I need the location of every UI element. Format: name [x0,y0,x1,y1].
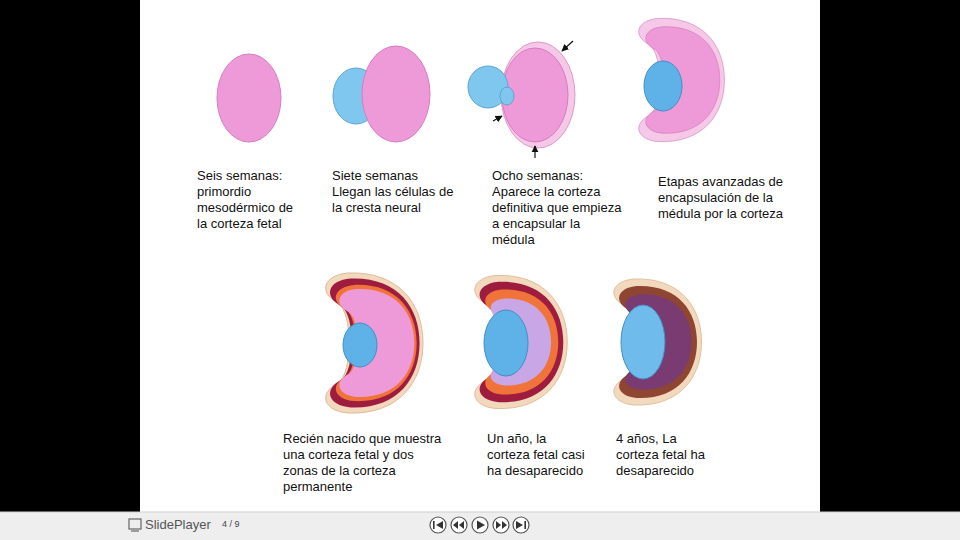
pointer-arrow [534,146,535,158]
permanent-cortex-outer [330,279,420,408]
capsule [614,279,702,405]
medulla-cells [500,87,514,105]
stage-caption: Un año, la corteza fetal casi ha desapar… [487,431,587,479]
player-bar-border [0,512,960,513]
medulla [644,61,682,111]
stage-caption: Etapas avanzadas de encapsulación de la … [658,174,790,222]
player-bar [0,512,960,540]
fetal-cortex [362,46,430,142]
pointer-arrow [562,41,573,51]
stage-caption: Seis semanas: primordio mesodérmico de l… [197,168,295,232]
medulla [343,323,377,367]
page-counter: 4 / 9 [222,519,262,530]
player-controls [430,517,529,533]
stage-caption: 4 años, La corteza fetal ha desaparecido [616,431,720,479]
permanent-cortex-outer [619,286,697,398]
stage-caption: Recién nacido que muestra una corteza fe… [283,431,443,495]
stage-caption: Siete semanas Llegan las células de la c… [332,168,454,216]
player-control-glyphs [433,521,526,530]
permanent-cortex-outer [480,282,564,403]
logo-icon [129,519,141,529]
brand-name: SlidePlayer [145,517,225,533]
medulla [621,305,665,379]
fetal-cortex [339,289,414,397]
capsule [475,275,567,408]
permanent-cortex-inner [336,285,417,401]
capsule [326,273,423,413]
slide-panel [140,0,820,512]
logo-icon [131,530,139,531]
fetal-cortex-primordium [217,54,281,142]
pointer-arrow [493,116,502,121]
definitive-cortex [639,18,725,141]
definitive-cortex [501,42,575,148]
stage-caption: Ocho semanas: Aparece la corteza definit… [492,168,624,248]
medulla [484,310,528,376]
